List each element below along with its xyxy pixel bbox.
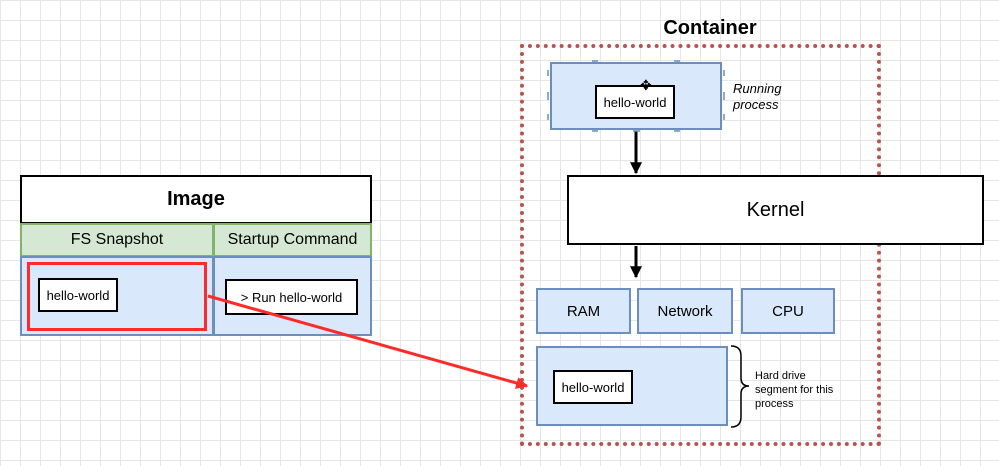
fs-snapshot-label: FS Snapshot bbox=[70, 231, 164, 248]
startup-command-box: > Run hello-world bbox=[225, 279, 358, 315]
startup-command-header: Startup Command bbox=[213, 223, 372, 257]
hard-drive-hello-world-box: hello-world bbox=[553, 370, 633, 404]
network-box: Network bbox=[637, 288, 733, 334]
cpu-box: CPU bbox=[741, 288, 835, 334]
ram-box: RAM bbox=[536, 288, 631, 334]
hard-drive-brace bbox=[730, 345, 750, 428]
fs-hello-world-box: hello-world bbox=[38, 278, 118, 312]
container-title: Container bbox=[663, 16, 757, 39]
cpu-label: CPU bbox=[772, 302, 804, 320]
network-label: Network bbox=[657, 302, 713, 320]
ram-label: RAM bbox=[566, 302, 601, 320]
container-boundary bbox=[520, 44, 881, 446]
fs-snapshot-highlight bbox=[27, 262, 207, 331]
startup-command-label: Startup Command bbox=[227, 231, 358, 248]
fs-to-hard-drive-arrow bbox=[207, 294, 529, 389]
process-hello-world-box: hello-world bbox=[595, 85, 675, 119]
kernel-label: Kernel bbox=[746, 198, 805, 221]
process-hello-world-label: hello-world bbox=[603, 94, 667, 110]
image-title: Image bbox=[167, 188, 225, 210]
kernel-box: Kernel bbox=[567, 175, 984, 245]
hard-drive-hello-world-label: hello-world bbox=[561, 379, 625, 395]
hard-drive-caption: Hard drive segment for this process bbox=[755, 370, 834, 410]
move-cursor-icon: ✥ bbox=[640, 77, 652, 93]
process-caption: Running process bbox=[733, 81, 782, 112]
fs-hello-world-label: hello-world bbox=[46, 287, 110, 303]
image-header: Image bbox=[20, 175, 372, 224]
startup-command-text: > Run hello-world bbox=[240, 289, 343, 305]
selection-handles bbox=[547, 60, 725, 132]
